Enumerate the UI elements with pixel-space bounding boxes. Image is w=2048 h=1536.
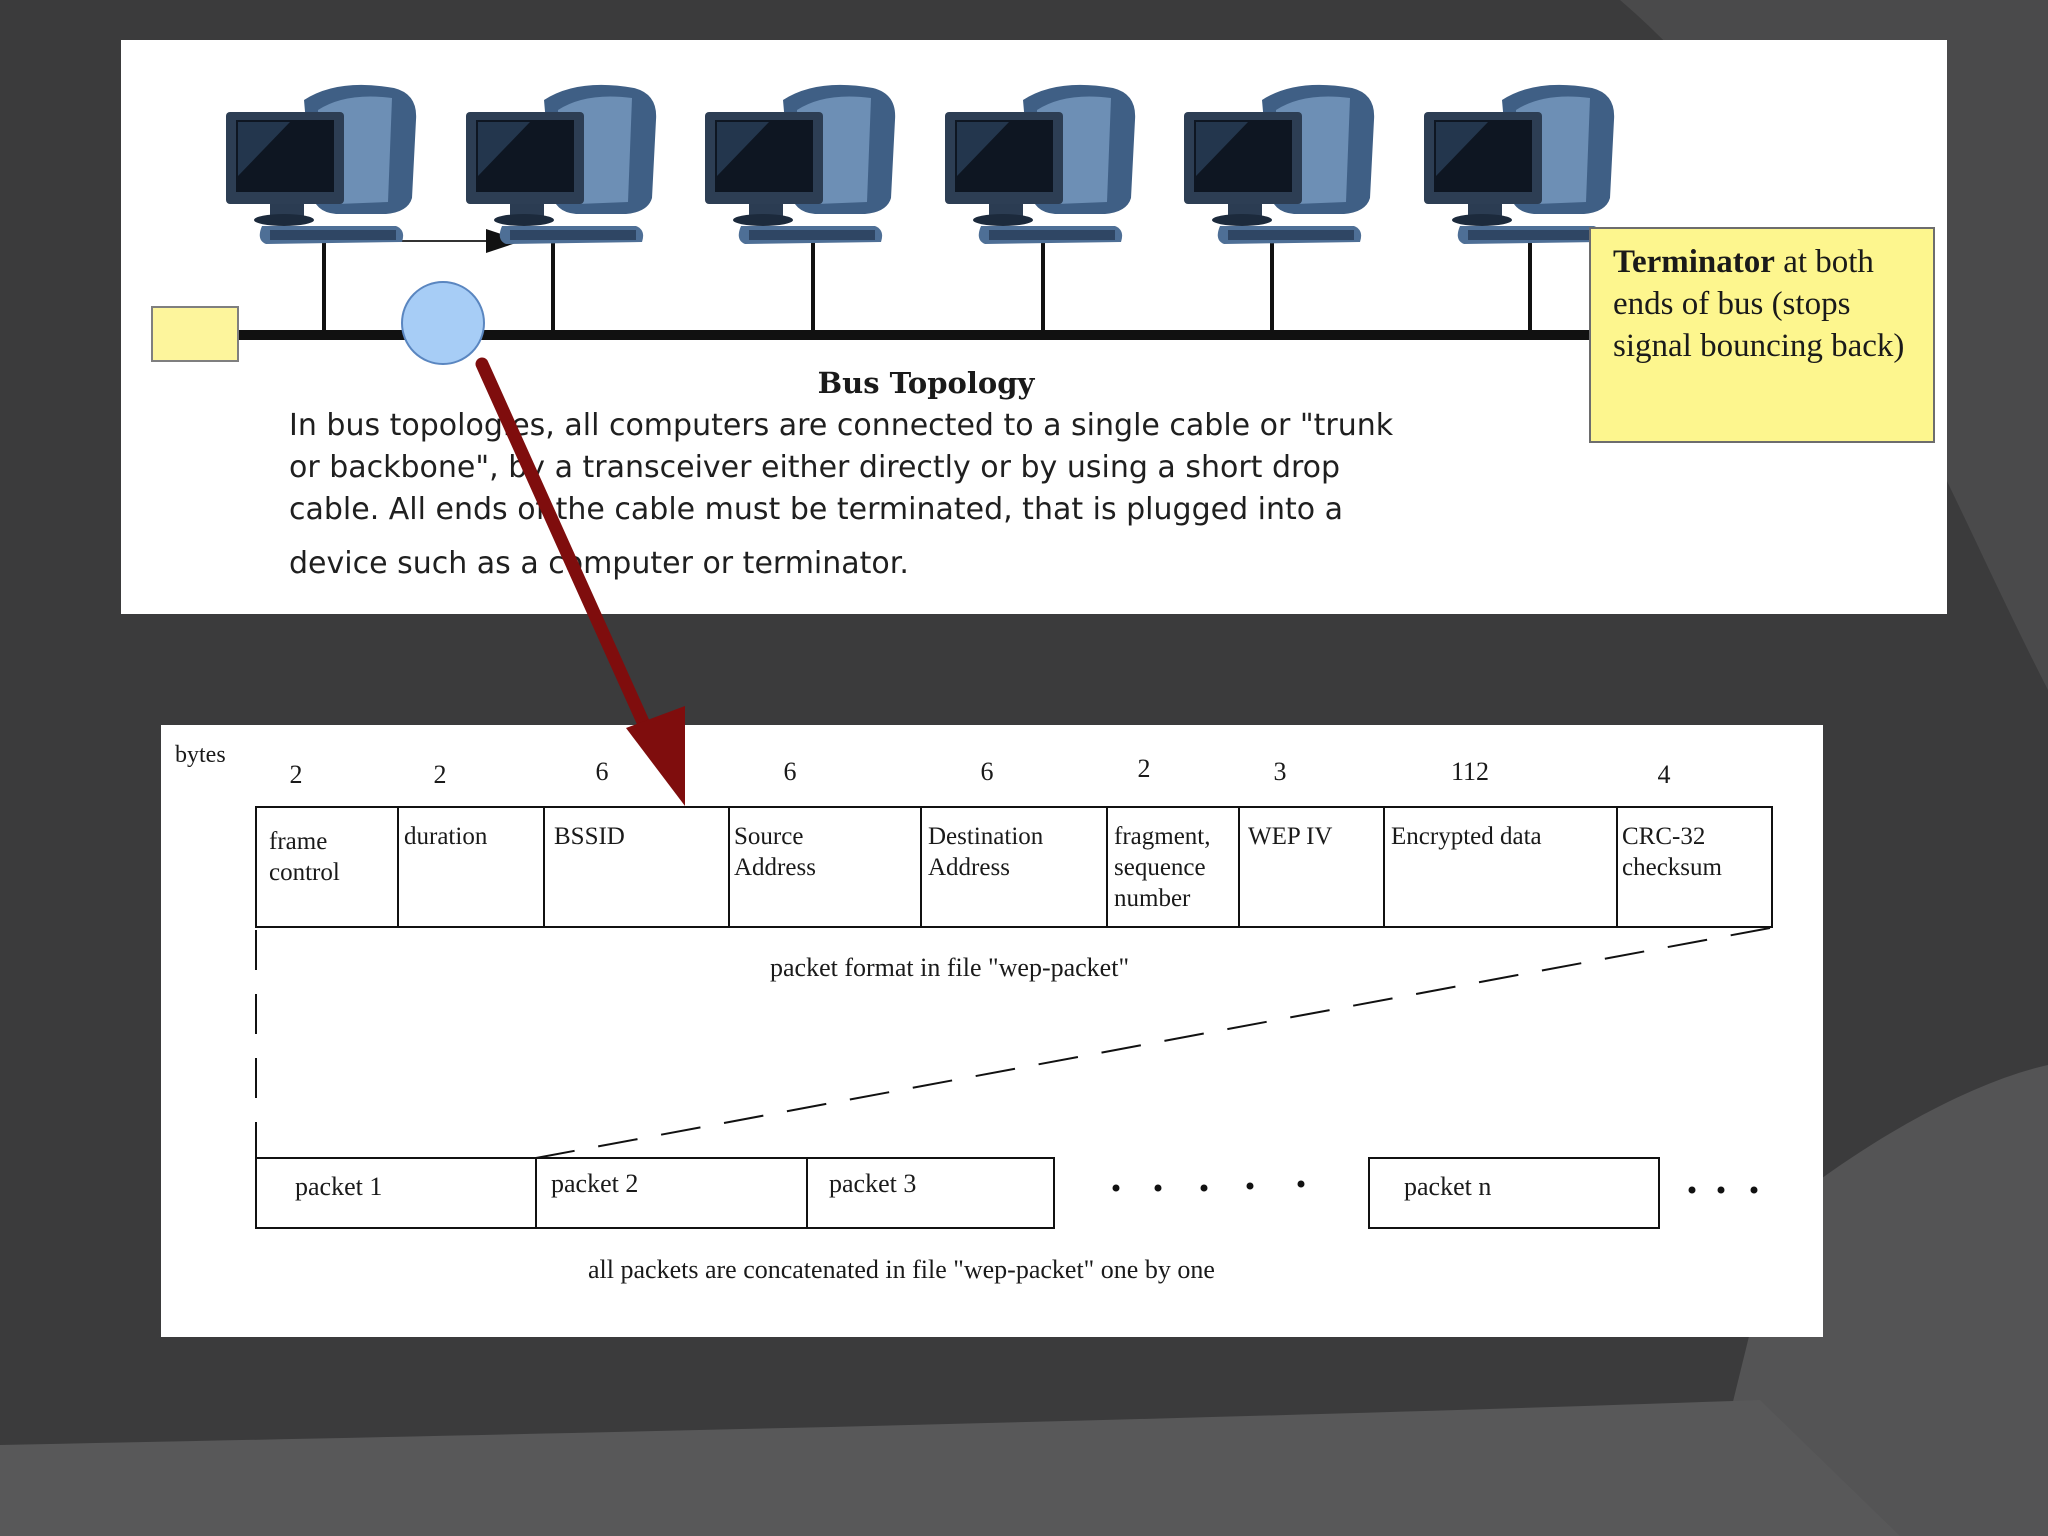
field-crc32-checksum: CRC-32 checksum <box>1622 823 1722 881</box>
terminator-description: at both ends of bus (stops signal bounci… <box>1613 244 1905 364</box>
description-line-1: In bus topologies, all computers are con… <box>289 408 1394 443</box>
description-line-2: or backbone", by a transceiver either di… <box>289 450 1341 485</box>
field-bssid: BSSID <box>554 823 625 850</box>
byte-size-duration: 2 <box>433 760 447 789</box>
computer-5 <box>1184 80 1380 250</box>
terminator-callout: Terminator at both ends of bus (stops si… <box>1589 227 1935 443</box>
bus-topology-title: Bus Topology <box>817 366 1035 400</box>
bus-topology-description: In bus topologies, all computers are con… <box>289 405 1589 585</box>
packet-3-label: packet 3 <box>829 1169 917 1198</box>
computer-1 <box>226 80 422 250</box>
terminator-left <box>151 306 239 362</box>
byte-size-source: 6 <box>783 757 797 786</box>
terminator-label: Terminator <box>1613 244 1775 280</box>
field-encrypted-data: Encrypted data <box>1391 823 1542 850</box>
field-duration: duration <box>404 823 488 850</box>
field-wep-iv: WEP IV <box>1248 823 1333 850</box>
packet-2-label: packet 2 <box>551 1169 639 1198</box>
field-fragment-sequence: fragment, sequence number <box>1114 823 1211 912</box>
computer-2 <box>466 80 662 250</box>
bytes-label: bytes <box>175 742 226 768</box>
packet-format-caption: packet format in file "wep-packet" <box>770 953 1130 982</box>
field-source-address: Source Address <box>734 823 816 881</box>
description-line-3: cable. All ends of the cable must be ter… <box>289 492 1344 527</box>
byte-size-wep-iv: 3 <box>1273 757 1287 786</box>
computer-6 <box>1424 80 1620 250</box>
computer-4 <box>945 80 1141 250</box>
byte-size-bssid: 6 <box>595 757 609 786</box>
byte-size-fragment: 2 <box>1137 754 1151 783</box>
byte-size-encrypted: 112 <box>1450 757 1490 786</box>
computer-3 <box>705 80 901 250</box>
packet-n-label: packet n <box>1404 1172 1492 1201</box>
field-frame-control: frame control <box>269 828 340 886</box>
packet-1-label: packet 1 <box>295 1172 383 1201</box>
byte-size-crc: 4 <box>1657 760 1671 789</box>
byte-size-destination: 6 <box>980 757 994 786</box>
field-destination-address: Destination Address <box>928 823 1044 881</box>
description-line-4: device such as a computer or terminator. <box>289 546 909 581</box>
concatenation-caption: all packets are concatenated in file "we… <box>588 1255 1215 1284</box>
byte-size-frame-control: 2 <box>289 760 303 789</box>
